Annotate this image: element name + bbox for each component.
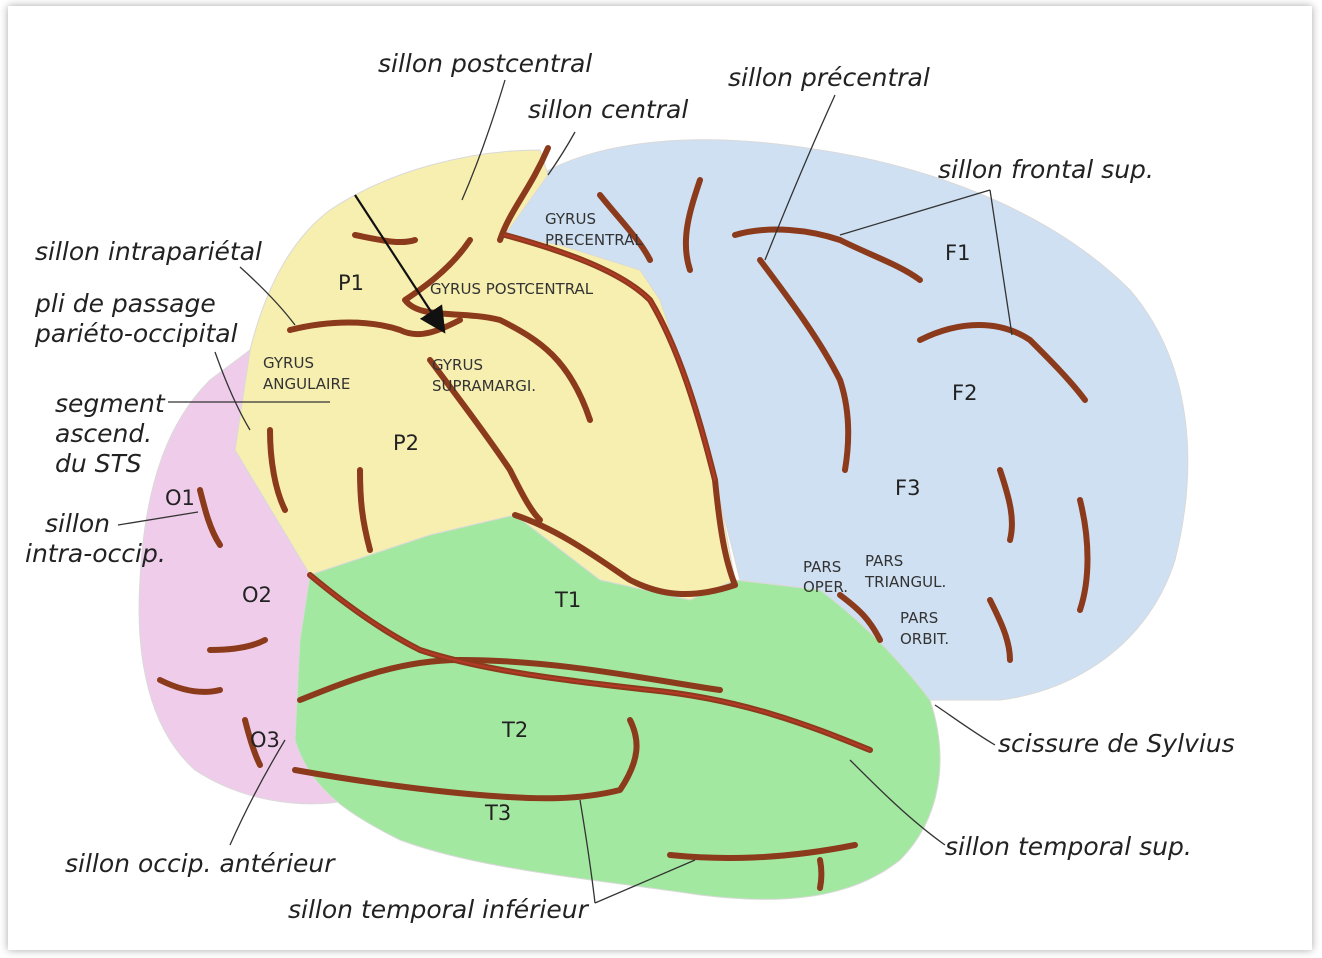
region-label-T2: T2 bbox=[501, 718, 528, 742]
label-sillon-occip-anterieur: sillon occip. antérieur bbox=[65, 849, 336, 878]
region-label-F2: F2 bbox=[952, 381, 977, 405]
pars-oper-2: OPER. bbox=[803, 578, 848, 596]
region-label-F1: F1 bbox=[945, 241, 970, 265]
label-sillon-temporal-inferieur: sillon temporal inférieur bbox=[288, 895, 590, 924]
region-label-P2: P2 bbox=[393, 431, 419, 455]
pars-triangul-1: PARS bbox=[865, 552, 903, 570]
pars-triangul-2: TRIANGUL. bbox=[864, 573, 946, 591]
label-segment-1: segment bbox=[55, 389, 166, 418]
label-sillon-intra-occip-1: sillon bbox=[45, 509, 110, 538]
region-label-O2: O2 bbox=[242, 583, 272, 607]
gyrus-precentral-1: GYRUS bbox=[545, 210, 596, 228]
pars-orbit-2: ORBIT. bbox=[900, 630, 949, 648]
region-label-P1: P1 bbox=[338, 271, 364, 295]
gyrus-postcentral: GYRUS POSTCENTRAL bbox=[430, 280, 594, 298]
gyrus-precentral-2: PRECENTRAL bbox=[545, 231, 643, 249]
label-sillon-precentral: sillon précentral bbox=[728, 63, 930, 92]
region-label-T3: T3 bbox=[484, 801, 511, 825]
label-scissure-sylvius: scissure de Sylvius bbox=[998, 729, 1235, 758]
label-sillon-central: sillon central bbox=[528, 95, 688, 124]
label-pli-passage-2: pariéto-occipital bbox=[34, 319, 238, 348]
region-label-F3: F3 bbox=[895, 476, 920, 500]
label-sillon-frontal-sup: sillon frontal sup. bbox=[938, 155, 1154, 184]
label-sillon-intra-occip-2: intra-occip. bbox=[25, 539, 166, 568]
gyrus-supramarg-2: SUPRAMARGI. bbox=[432, 377, 536, 395]
gyrus-angulaire-2: ANGULAIRE bbox=[263, 375, 350, 393]
label-sillon-temporal-sup: sillon temporal sup. bbox=[945, 832, 1192, 861]
label-pli-passage-1: pli de passage bbox=[34, 289, 216, 318]
region-label-O3: O3 bbox=[250, 728, 280, 752]
label-sillon-postcentral: sillon postcentral bbox=[378, 49, 592, 78]
label-segment-3: du STS bbox=[55, 449, 142, 478]
gyrus-angulaire-1: GYRUS bbox=[263, 354, 314, 372]
gyrus-supramarg-1: GYRUS bbox=[432, 356, 483, 374]
label-segment-2: ascend. bbox=[55, 419, 152, 448]
label-sillon-intraparietal: sillon intrapariétal bbox=[35, 237, 262, 266]
region-label-O1: O1 bbox=[165, 486, 195, 510]
pars-oper-1: PARS bbox=[803, 558, 841, 576]
region-label-T1: T1 bbox=[554, 588, 581, 612]
pars-orbit-1: PARS bbox=[900, 609, 938, 627]
